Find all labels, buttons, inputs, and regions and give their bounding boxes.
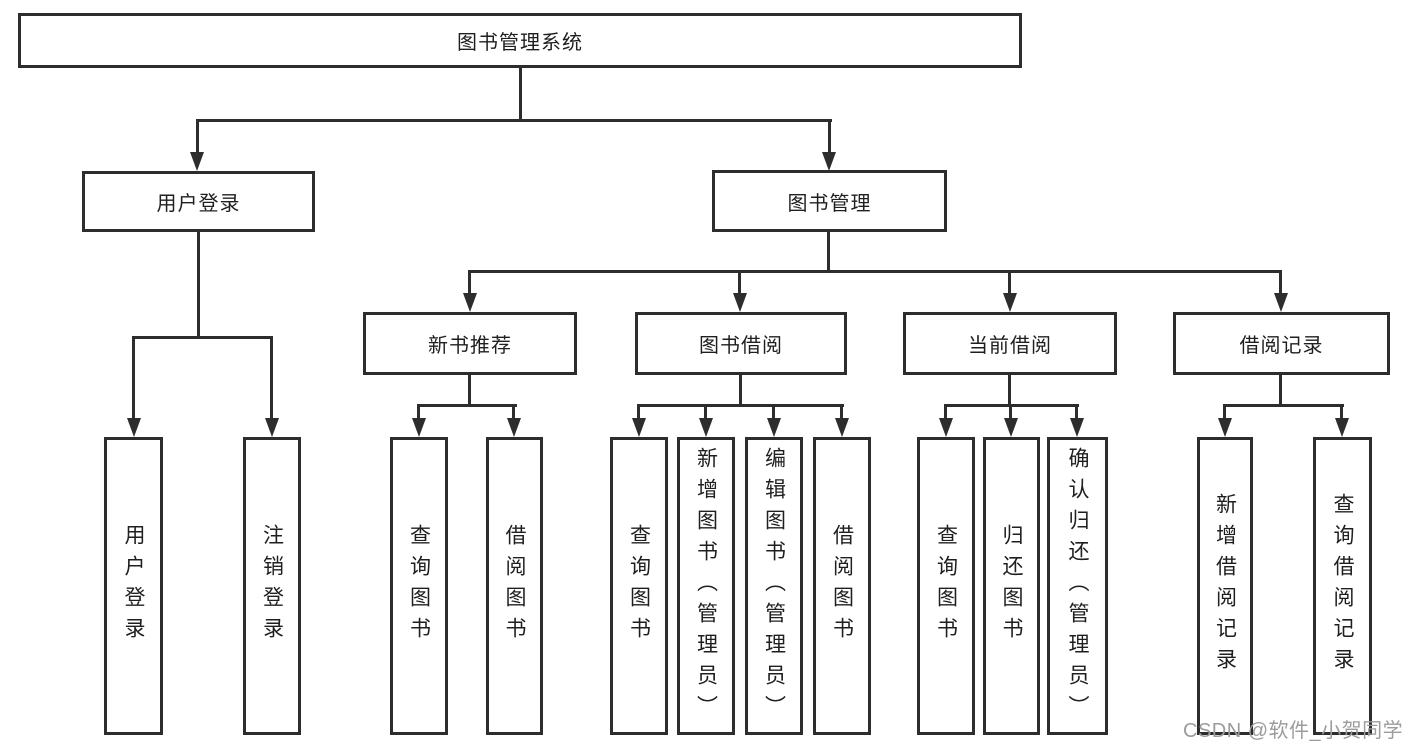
node-label: 图书借阅 <box>699 335 783 357</box>
node-leaf-user-login: 用户登录 <box>104 437 163 735</box>
node-label: 归还图书 <box>1000 524 1023 648</box>
csdn-watermark: CSDN @软件_小贺同学 <box>1183 720 1404 742</box>
node-label: 编辑图书（管理员） <box>762 446 786 726</box>
node-label: 借阅图书 <box>503 524 526 648</box>
node-label: 新增图书（管理员） <box>694 446 718 726</box>
connector-line <box>1223 404 1344 407</box>
node-label: 查询图书 <box>934 524 958 648</box>
node-leaf-return-books: 归还图书 <box>983 437 1040 735</box>
connector-line <box>828 119 831 155</box>
arrow-down-icon <box>822 152 836 171</box>
node-leaf-borrow-books-recommend: 借阅图书 <box>486 437 543 735</box>
connector-line <box>270 336 273 420</box>
node-leaf-query-books-current: 查询图书 <box>917 437 975 735</box>
connector-line <box>512 404 515 421</box>
node-leaf-add-borrow-record: 新增借阅记录 <box>1197 437 1253 735</box>
node-leaf-logout: 注销登录 <box>243 437 301 735</box>
node-library-system: 图书管理系统 <box>18 13 1022 68</box>
arrow-down-icon <box>507 418 521 437</box>
connector-line <box>637 404 640 421</box>
node-label: 借阅记录 <box>1239 335 1324 357</box>
arrow-down-icon <box>1003 293 1017 312</box>
connector-line <box>468 270 471 297</box>
node-label: 图书管理 <box>787 192 872 215</box>
arrow-down-icon <box>463 293 477 312</box>
connector-line <box>468 374 471 407</box>
connector-line <box>196 119 832 122</box>
arrow-down-icon <box>1070 418 1084 437</box>
node-leaf-query-books-recommend: 查询图书 <box>390 437 448 735</box>
node-label: 确认归还（管理员） <box>1066 446 1089 726</box>
connector-line <box>1223 404 1226 421</box>
arrow-down-icon <box>939 418 953 437</box>
arrow-down-icon <box>767 418 781 437</box>
arrow-down-icon <box>412 418 426 437</box>
connector-line <box>840 404 843 421</box>
connector-line <box>637 404 844 407</box>
node-borrow-records: 借阅记录 <box>1173 312 1390 375</box>
arrow-down-icon <box>1218 418 1232 437</box>
arrow-down-icon <box>1004 418 1018 437</box>
arrow-down-icon <box>835 418 849 437</box>
arrow-down-icon <box>1335 418 1349 437</box>
connector-line <box>1279 270 1282 297</box>
connector-line <box>944 404 947 421</box>
node-leaf-query-books-borrowing: 查询图书 <box>610 437 668 735</box>
connector-line <box>1008 374 1011 407</box>
node-new-book-recommend: 新书推荐 <box>363 312 577 375</box>
arrow-down-icon <box>127 418 141 437</box>
node-label: 当前借阅 <box>968 335 1052 357</box>
connector-line <box>1340 404 1343 421</box>
connector-line <box>132 336 135 420</box>
node-book-borrowing: 图书借阅 <box>635 312 847 375</box>
connector-line <box>1009 404 1012 421</box>
node-leaf-query-borrow-record: 查询借阅记录 <box>1313 437 1372 735</box>
connector-line <box>1279 374 1282 407</box>
node-book-management: 图书管理 <box>712 170 947 232</box>
arrow-down-icon <box>632 418 646 437</box>
connector-line <box>519 68 522 122</box>
connector-line <box>417 404 420 421</box>
node-user-login: 用户登录 <box>82 171 315 232</box>
node-leaf-edit-books-admin: 编辑图书（管理员） <box>745 437 803 735</box>
connector-line <box>1008 270 1011 297</box>
connector-line <box>1075 404 1078 421</box>
connector-line <box>772 404 775 421</box>
arrow-down-icon <box>699 418 713 437</box>
connector-line <box>468 270 1282 273</box>
node-label: 新增借阅记录 <box>1213 493 1237 679</box>
connector-line <box>738 270 741 297</box>
arrow-down-icon <box>190 152 204 171</box>
node-leaf-confirm-return-admin: 确认归还（管理员） <box>1047 437 1108 735</box>
connector-line <box>704 404 707 421</box>
connector-line <box>827 230 830 273</box>
connector-line <box>417 404 517 407</box>
node-current-borrowing: 当前借阅 <box>903 312 1117 375</box>
node-label: 查询借阅记录 <box>1331 493 1354 679</box>
node-label: 图书管理系统 <box>457 32 583 54</box>
connector-line <box>739 374 742 407</box>
node-label: 新书推荐 <box>428 335 512 357</box>
node-label: 用户登录 <box>122 524 145 648</box>
node-label: 借阅图书 <box>830 524 854 648</box>
node-label: 注销登录 <box>260 524 284 648</box>
arrow-down-icon <box>1274 293 1288 312</box>
connector-line <box>196 119 199 155</box>
connector-line <box>132 336 273 339</box>
node-leaf-add-books-admin: 新增图书（管理员） <box>677 437 735 735</box>
node-label: 查询图书 <box>407 524 431 648</box>
node-label: 用户登录 <box>156 193 241 215</box>
arrow-down-icon <box>733 293 747 312</box>
arrow-down-icon <box>265 418 279 437</box>
node-leaf-borrow-books: 借阅图书 <box>813 437 871 735</box>
node-label: 查询图书 <box>627 524 651 648</box>
connector-line <box>197 230 200 339</box>
